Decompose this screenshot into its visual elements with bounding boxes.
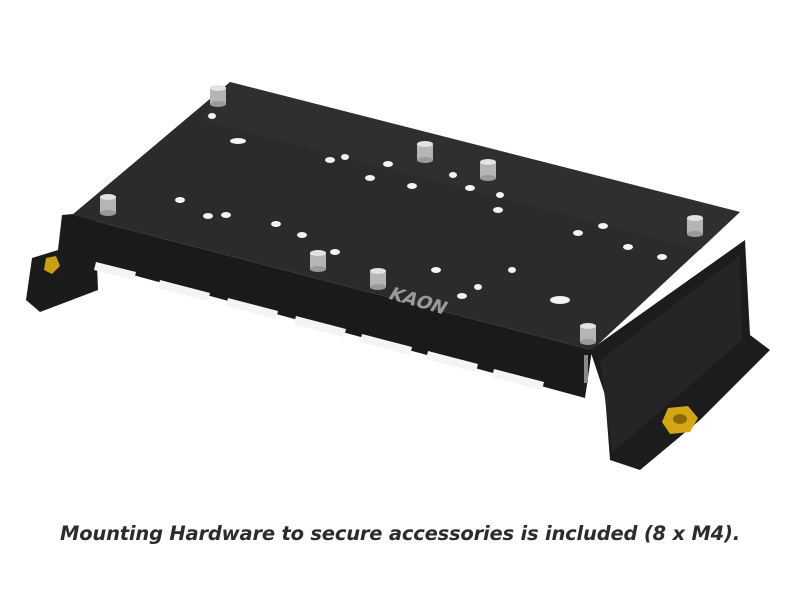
flange-slots bbox=[94, 262, 544, 390]
m4-standoffs bbox=[100, 85, 703, 345]
brass-nut-icon bbox=[662, 406, 698, 434]
standoff-icon bbox=[210, 85, 226, 107]
top-plate bbox=[72, 82, 740, 350]
brass-nut-icon bbox=[44, 256, 60, 274]
standoff-icon bbox=[310, 250, 326, 272]
standoff-icon bbox=[687, 215, 703, 237]
plate-holes bbox=[175, 113, 667, 304]
right-bracket-face bbox=[600, 255, 742, 452]
standoff-icon bbox=[580, 323, 596, 345]
standoff-icon bbox=[100, 194, 116, 216]
standoff-icon bbox=[370, 268, 386, 290]
standoff-icon bbox=[480, 159, 496, 181]
mounting-plate-image: KAON bbox=[26, 82, 770, 470]
bolt-icon bbox=[584, 355, 588, 383]
top-plate-shade bbox=[200, 82, 740, 250]
front-flange bbox=[72, 215, 592, 398]
product-caption: Mounting Hardware to secure accessories … bbox=[60, 522, 740, 545]
standoff-icon bbox=[417, 141, 433, 163]
